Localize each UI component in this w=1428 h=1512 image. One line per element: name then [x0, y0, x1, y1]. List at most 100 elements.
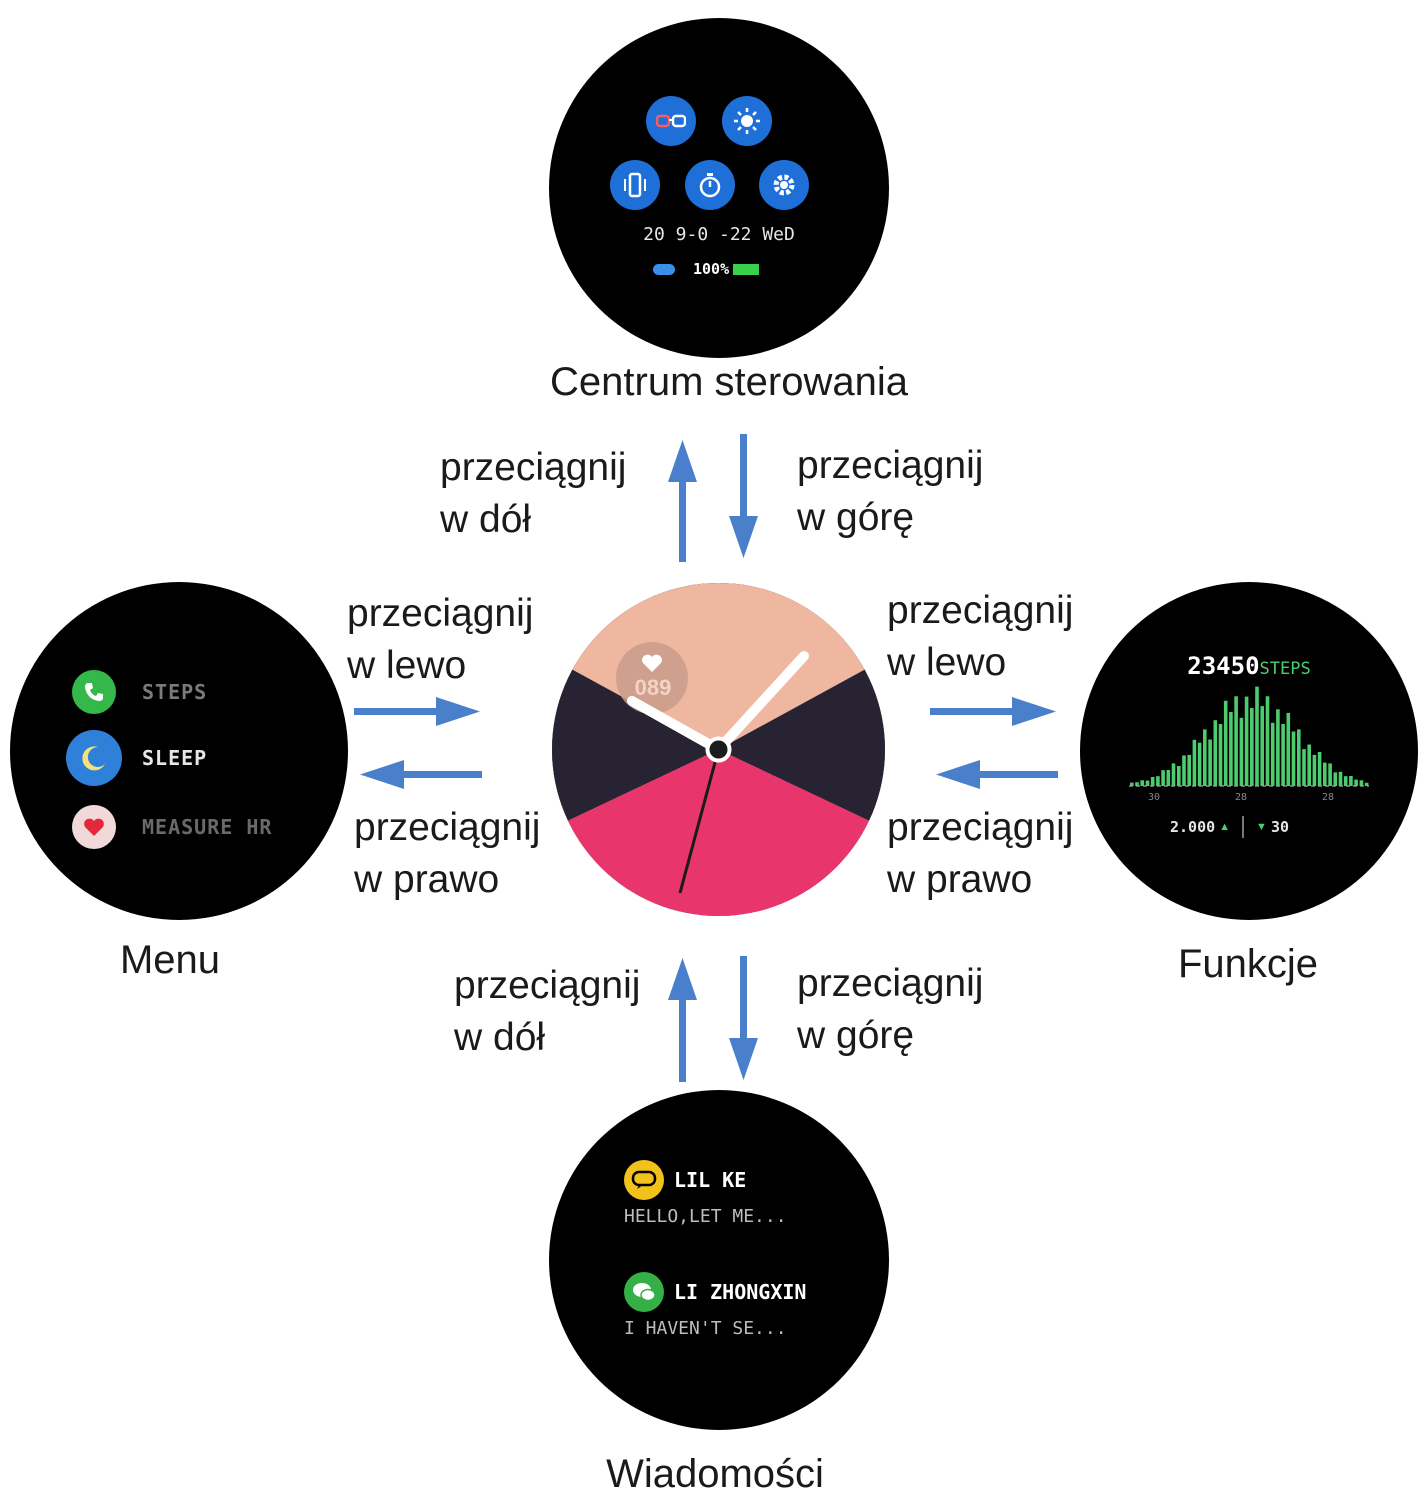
histogram-bar	[1317, 752, 1322, 786]
histogram-bar	[1307, 744, 1311, 786]
histogram-bar	[1223, 700, 1228, 786]
settings-icon[interactable]	[759, 160, 809, 210]
message-preview: I HAVEN'T SE...	[624, 1318, 787, 1339]
stopwatch-icon[interactable]	[685, 160, 735, 210]
menu-item-label: SLEEP	[142, 746, 208, 770]
histogram-bar	[1182, 755, 1186, 786]
menu-item-measure-hr[interactable]: MEASURE HR	[72, 805, 272, 849]
histogram-bar	[1270, 722, 1275, 786]
chat-icon	[624, 1160, 664, 1200]
histogram-bar	[1333, 772, 1338, 786]
message-sender: LI ZHONGXIN	[674, 1280, 807, 1304]
menu-item-label: STEPS	[142, 680, 208, 704]
menu-item-steps[interactable]: STEPS	[72, 670, 207, 714]
histogram-bar	[1260, 706, 1264, 786]
gesture-line: w górę	[797, 1014, 915, 1057]
battery-percent: 100%	[693, 260, 730, 278]
gesture-line: przeciągnij	[354, 806, 541, 849]
histogram-bar	[1166, 770, 1171, 786]
gesture-line: w prawo	[887, 858, 1033, 901]
up-arrow-icon: ▲	[1219, 821, 1231, 833]
gesture-line: w prawo	[354, 858, 500, 901]
histogram-bar	[1203, 729, 1207, 786]
functions-footer: 2.000 ▲ ▼ 30	[1170, 816, 1289, 838]
gesture-label-top-right: przeciągnij w górę	[797, 440, 983, 544]
arrow-right-icon	[354, 697, 480, 726]
histogram-bar	[1208, 739, 1212, 786]
axis-tick-2: 28	[1235, 792, 1248, 803]
footer-divider	[1242, 816, 1245, 838]
histogram-bar	[1161, 770, 1165, 786]
gesture-label-right-lower: przeciągnij w prawo	[887, 802, 1073, 906]
message-item[interactable]: LIL KE HELLO,LET ME...	[624, 1160, 787, 1227]
messages-screen[interactable]: LIL KE HELLO,LET ME... LI ZHONGXIN I HAV…	[549, 1090, 889, 1430]
gesture-line: przeciągnij	[454, 964, 641, 1007]
steps-counter: 23450STEPS	[1080, 652, 1418, 680]
control-center-caption: Centrum sterowania	[550, 360, 908, 404]
histogram-bar	[1343, 776, 1348, 786]
histogram-bar	[1312, 754, 1317, 786]
gesture-line: przeciągnij	[347, 592, 534, 635]
gesture-line: w dół	[454, 1016, 546, 1059]
brightness-icon[interactable]	[722, 96, 772, 146]
arrow-down-icon	[729, 434, 758, 558]
menu-caption: Menu	[119, 938, 221, 982]
message-preview: HELLO,LET ME...	[624, 1206, 787, 1227]
gesture-label-bottom-right: przeciągnij w górę	[797, 958, 983, 1062]
histogram-bar	[1297, 729, 1301, 786]
histogram-bar	[1323, 762, 1327, 786]
arrow-left-icon	[360, 760, 482, 789]
histogram-bar	[1281, 724, 1285, 786]
steps-histogram	[1129, 686, 1369, 787]
glasses-icon[interactable]	[646, 96, 696, 146]
message-sender: LIL KE	[674, 1168, 747, 1192]
arrow-up-icon	[668, 440, 697, 562]
vibrate-icon[interactable]	[610, 160, 660, 210]
menu-item-sleep[interactable]: SLEEP	[66, 730, 208, 786]
histogram-bar	[1218, 724, 1223, 786]
histogram-bar	[1255, 686, 1259, 786]
histogram-bar	[1150, 777, 1155, 786]
menu-screen[interactable]: STEPS SLEEP MEASURE HR	[10, 582, 348, 920]
gesture-line: przeciągnij	[440, 446, 627, 489]
histogram-bar	[1145, 780, 1150, 786]
histogram-bar	[1286, 712, 1291, 786]
gesture-line: przeciągnij	[887, 806, 1074, 849]
menu-item-label: MEASURE HR	[142, 815, 273, 839]
histogram-bar	[1244, 696, 1249, 786]
histogram-bar	[1354, 779, 1358, 786]
gesture-line: w lewo	[887, 641, 1007, 684]
histogram-bar	[1197, 742, 1202, 786]
battery-indicator: 100%	[653, 260, 760, 278]
message-item[interactable]: LI ZHONGXIN I HAVEN'T SE...	[624, 1272, 806, 1339]
phone-icon	[72, 670, 116, 714]
histogram-bar	[1239, 717, 1244, 786]
messages-caption: Wiadomości	[606, 1452, 824, 1496]
heart-icon	[72, 805, 116, 849]
histogram-bar	[1234, 696, 1238, 786]
gesture-line: w lewo	[347, 644, 467, 687]
toggle-icon	[653, 263, 675, 275]
watch-face-graphic	[552, 583, 885, 916]
histogram-bar	[1156, 776, 1160, 786]
histogram-bar	[1349, 776, 1353, 786]
arrow-left-icon	[936, 760, 1058, 789]
watch-face[interactable]: 089	[552, 583, 885, 916]
down-arrow-icon: ▼	[1256, 821, 1267, 833]
control-center-date: 20 9-0 -22 WeD	[643, 224, 795, 245]
histogram-bar	[1338, 771, 1343, 786]
histogram-bar	[1328, 763, 1332, 786]
functions-screen[interactable]: 23450STEPS 30 28 28 2.000 ▲ ▼ 30	[1080, 582, 1418, 920]
heart-rate-value: 089	[634, 675, 672, 700]
moon-icon	[66, 730, 122, 786]
gesture-line: przeciągnij	[797, 444, 984, 487]
axis-tick-3: 28	[1322, 792, 1335, 803]
control-center-screen[interactable]: 20 9-0 -22 WeD 100%	[549, 18, 889, 358]
gesture-line: przeciągnij	[797, 962, 984, 1005]
histogram-bar	[1177, 766, 1181, 786]
arrow-down-icon	[729, 956, 758, 1080]
histogram-bar	[1364, 782, 1369, 786]
histogram-bar	[1250, 708, 1254, 786]
histogram-bar	[1276, 709, 1280, 786]
histogram-bar	[1302, 749, 1306, 786]
